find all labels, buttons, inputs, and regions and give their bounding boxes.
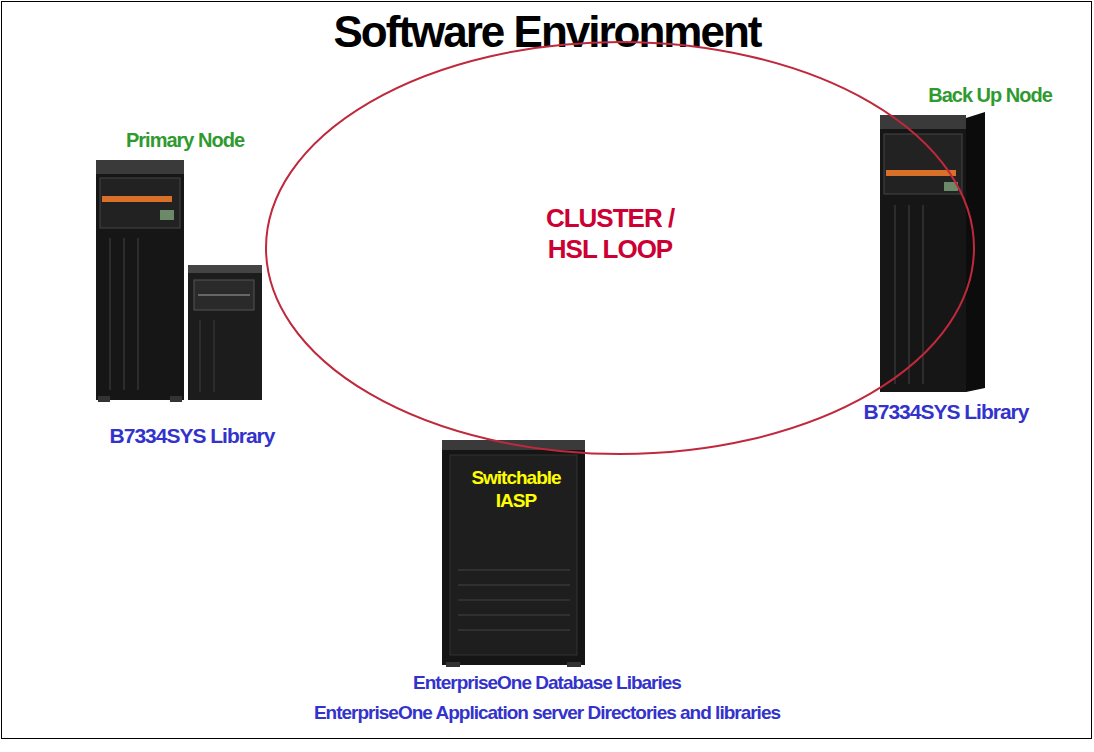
primary-server-illustration (194, 280, 254, 310)
backup-node: Back Up NodeB7334SYS Library (850, 78, 1082, 429)
primary-server-illustration (160, 210, 174, 220)
backup-server-illustration (966, 112, 985, 392)
iasp-label: Switchable IASP (461, 467, 571, 513)
iasp-tower-illustration (458, 569, 570, 571)
primary-server-illustration (137, 238, 139, 390)
backup-server-illustration (880, 112, 985, 392)
primary-server-illustration (213, 320, 215, 392)
iasp-tower-illustration (450, 455, 577, 655)
backup-server-illustration (880, 115, 966, 392)
content-label: EnterpriseOne Application server Directo… (314, 702, 780, 725)
node-name: Back Up Node (928, 83, 1052, 107)
primary-server-illustration (199, 320, 201, 392)
primary-server-illustration (198, 294, 250, 296)
library-label: B7334SYS Library (110, 423, 275, 448)
primary-server-illustration (98, 396, 110, 402)
primary-server-illustration (123, 238, 125, 390)
primary-server-illustration (96, 160, 184, 174)
iasp-tower-illustration (458, 584, 570, 586)
backup-server-illustration (884, 134, 962, 194)
iasp-tower-illustration (458, 614, 570, 616)
content-label: EnterpriseOne Database Libaries (413, 672, 681, 695)
primary-server-illustration (109, 238, 111, 390)
diagram-title: Software Environment (0, 6, 1094, 59)
switchable-iasp: Switchable IASP EnterpriseOne Database Li… (230, 440, 870, 735)
iasp-tower-illustration (567, 662, 581, 667)
cluster-loop: CLUSTER / HSL LOOP (265, 41, 975, 455)
library-label: B7334SYS Library (864, 399, 1029, 424)
iasp-tower-illustration (442, 440, 585, 667)
primary-server-illustration (188, 265, 262, 400)
iasp-tower-illustration (458, 629, 570, 631)
primary-server-illustration (188, 265, 262, 273)
primary-server-illustration (170, 396, 182, 402)
backup-server-illustration (908, 205, 910, 384)
node-name: Primary Node (126, 128, 244, 152)
backup-server-illustration (886, 170, 956, 176)
primary-server-illustration (96, 160, 262, 402)
cluster-label: CLUSTER / HSL LOOP (535, 203, 685, 265)
slide-border (2, 2, 1092, 739)
primary-server-illustration (96, 160, 184, 400)
iasp-tower-illustration (446, 662, 460, 667)
cluster-ellipse (266, 42, 974, 454)
iasp-tower-illustration (458, 599, 570, 601)
backup-server-illustration (894, 205, 896, 384)
primary-server-illustration (100, 178, 180, 228)
backup-server-illustration (922, 205, 924, 384)
primary-server-illustration (102, 196, 172, 202)
primary-node: Primary NodeB7334SYS Library (70, 115, 330, 455)
iasp-tower-illustration (442, 440, 585, 665)
